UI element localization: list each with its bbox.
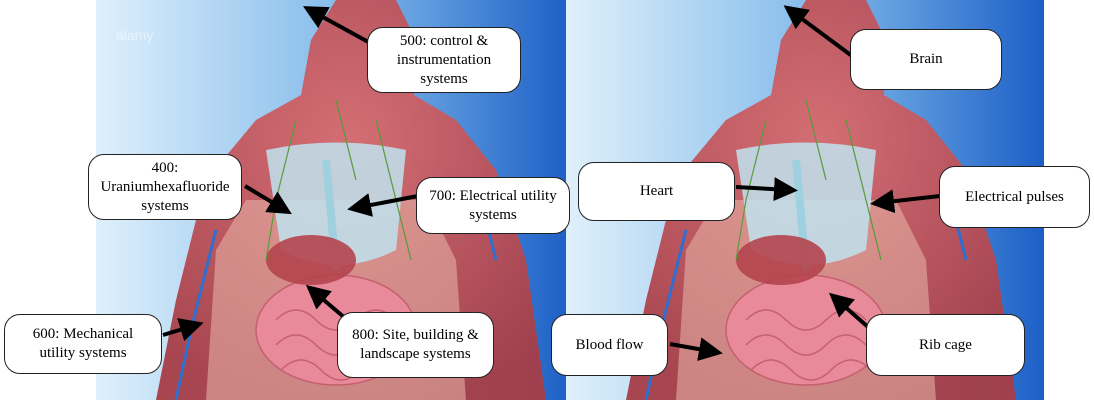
callout-400: 400: Uraniumhexafluoride systems xyxy=(88,154,242,220)
callout-600: 600: Mechanical utility systems xyxy=(4,314,162,374)
callout-500: 500: control & instrumentation systems xyxy=(367,27,521,93)
callout-800: 800: Site, building & landscape systems xyxy=(337,312,494,378)
callout-rib: Rib cage xyxy=(866,314,1025,376)
callout-heart: Heart xyxy=(578,162,735,221)
callout-blood: Blood flow xyxy=(551,314,668,376)
callout-brain: Brain xyxy=(850,29,1002,90)
watermark-text: alamy xyxy=(116,27,153,43)
callout-pulses: Electrical pulses xyxy=(939,166,1090,228)
callout-700: 700: Electrical utility systems xyxy=(416,177,570,234)
